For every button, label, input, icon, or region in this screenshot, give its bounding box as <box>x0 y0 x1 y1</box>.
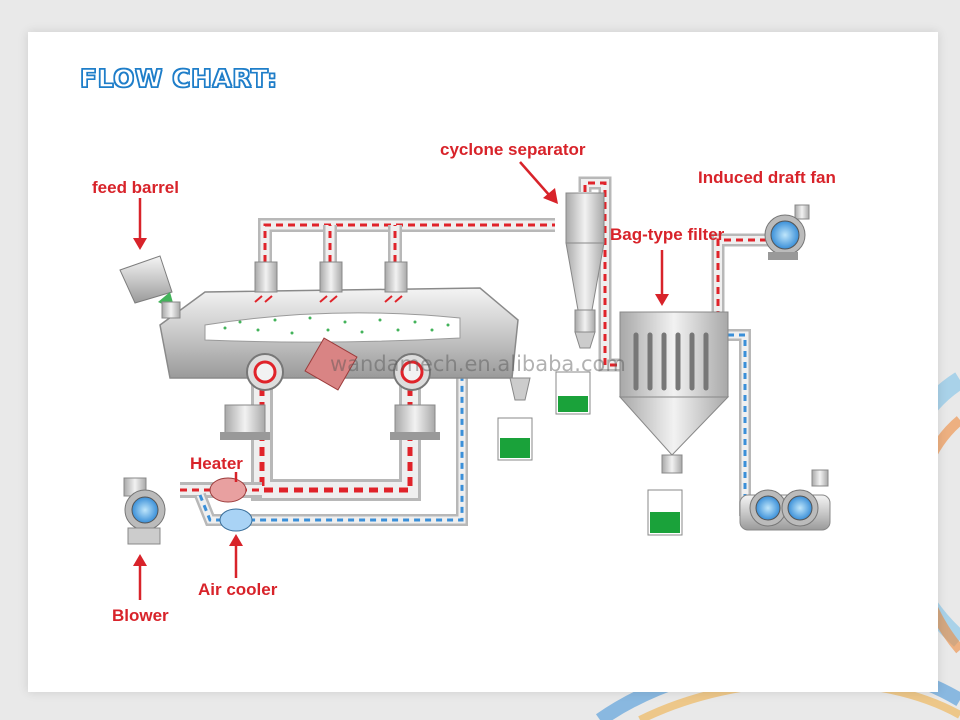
label-feed-barrel: feed barrel <box>92 178 179 197</box>
cyclone-to-filter-pipe <box>578 176 620 372</box>
label-induced-draft-fan: Induced draft fan <box>698 168 836 187</box>
cool-air-pipe <box>194 375 468 526</box>
page-title: FLOW CHART: <box>79 63 278 93</box>
label-arrows <box>133 161 669 600</box>
induced-draft-fan-unit <box>764 204 810 260</box>
watermark-text: wandamech.en.alibaba.com <box>330 352 626 376</box>
label-air-cooler: Air cooler <box>198 580 278 599</box>
label-cyclone-separator: cyclone separator <box>440 140 586 159</box>
heater-unit <box>209 477 247 503</box>
label-blower: Blower <box>112 606 169 625</box>
fluid-bed-dryer <box>159 261 519 440</box>
air-cooler-unit <box>219 508 253 532</box>
blower-unit <box>123 477 166 545</box>
filter-to-fan-pipe <box>711 233 775 318</box>
product-collector-1 <box>497 377 533 461</box>
bag-type-filter-unit <box>618 311 730 536</box>
exhaust-manifold-pipe <box>258 218 555 262</box>
label-heater: Heater <box>190 454 243 473</box>
feed-barrel <box>119 255 181 319</box>
exhaust-fan-pair <box>739 469 831 531</box>
cyclone-separator-unit <box>555 192 605 415</box>
label-bag-type-filter: Bag-type filter <box>610 225 725 244</box>
filter-return-pipe <box>728 329 760 516</box>
